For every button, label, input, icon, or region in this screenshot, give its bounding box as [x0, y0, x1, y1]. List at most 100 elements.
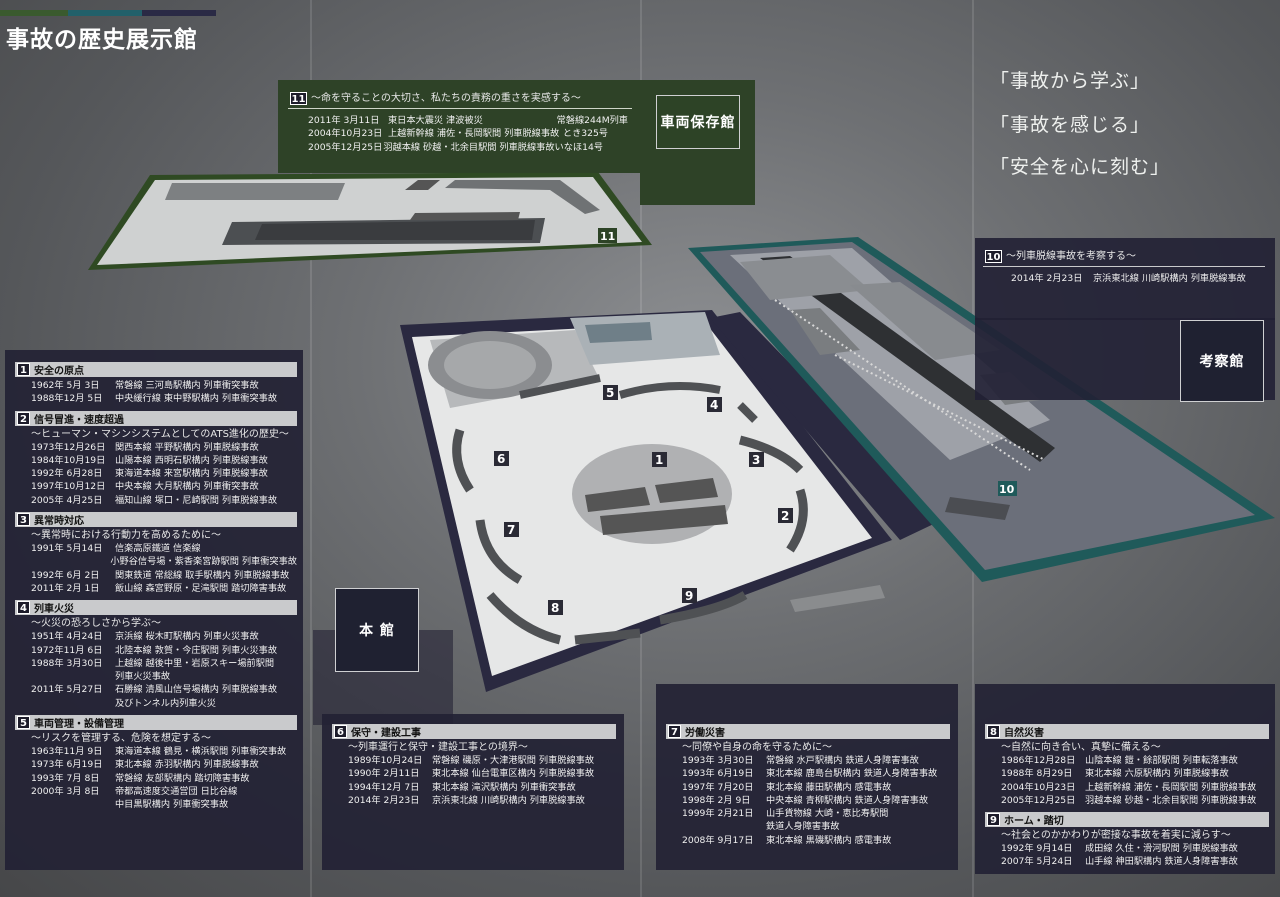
section-6-row: 2014年 2月23日京浜東北線 川崎駅構内 列車脱線事故: [348, 794, 585, 806]
section-10-panel: 10 〜列車脱線事故を考察する〜 2014年 2月23日京浜東北線 川崎駅構内 …: [975, 238, 1275, 320]
map-number-3: 3: [749, 452, 764, 467]
svg-text:2: 2: [781, 509, 789, 523]
map-number-10: 10: [998, 481, 1017, 496]
section-5-title: 車両管理・設備管理: [34, 719, 124, 731]
svg-text:5: 5: [606, 386, 614, 400]
map-number-8: 8: [548, 600, 563, 615]
section-5-row: 1963年11月 9日東海道本線 鶴見・横浜駅間 列車衝突事故: [31, 746, 287, 758]
section-2-row: 2005年 4月25日福知山線 塚口・尼崎駅間 列車脱線事故: [31, 494, 278, 506]
section-7-row: 1998年 2月 9日中央本線 青柳駅構内 鉄道人身障害事故: [682, 794, 929, 806]
section-3-row: 2011年 2月 1日飯山線 森宮野原・足滝駅間 踏切障害事故: [31, 582, 287, 594]
section-5-subtitle: 〜リスクを管理する、危険を想定する〜: [31, 733, 211, 745]
section-6-subtitle: 〜列車運行と保守・建設工事との境界〜: [348, 742, 528, 753]
section-5-heading: 5 車両管理・設備管理: [15, 715, 297, 731]
section-4-row: 1988年 3月30日上越線 越後中里・岩原スキー場前駅間: [31, 657, 275, 669]
section-10-row: 2014年 2月23日京浜東北線 川崎駅構内 列車脱線事故: [1011, 273, 1246, 284]
title-stripe-navy: [142, 10, 216, 16]
section-10-subtitle: 〜列車脱線事故を考察する〜: [1006, 251, 1136, 262]
svg-text:11: 11: [600, 230, 615, 243]
section-8-row: 2004年10月23日上越新幹線 浦佐・長岡駅間 列車脱線事故: [1001, 781, 1257, 793]
title-stripe-teal: [68, 10, 142, 16]
map-number-1: 1: [652, 452, 667, 467]
section-6-number: 6: [334, 725, 347, 738]
svg-text:9: 9: [685, 589, 693, 603]
section-4-title: 列車火災: [34, 604, 74, 616]
section-4-number: 4: [17, 601, 30, 615]
section-11-panel: 11 〜命を守ることの大切さ、私たちの責務の重さを実感する〜 2011年 3月1…: [278, 80, 640, 173]
section-11-row: 2011年 3月11日東日本大震災 津波被災常磐線244M列車: [308, 115, 628, 126]
vehicle-hall-label: 車両保存館: [656, 95, 740, 149]
svg-text:3: 3: [752, 453, 760, 467]
section-5-row: 1973年 6月19日東北本線 赤羽駅構内 列車脱線事故: [31, 759, 259, 771]
vehicle-hall-map: [88, 172, 652, 270]
section-8-row: 2005年12月25日羽越本線 砂越・北余目駅間 列車脱線事故: [1001, 794, 1257, 806]
section-3-row: 1991年 5月14日信楽高原鐵道 信楽線: [31, 543, 201, 555]
section-11-header: 11 〜命を守ることの大切さ、私たちの責務の重さを実感する〜: [288, 92, 632, 109]
section-4-row: 2011年 5月27日石勝線 清風山信号場構内 列車脱線事故: [31, 684, 278, 696]
section-2-row: 1997年10月12日中央本線 大月駅構内 列車衝突事故: [31, 481, 259, 493]
section-4-row: 列車火災事故: [115, 671, 171, 683]
page-title: 事故の歴史展示館: [6, 27, 198, 53]
section-5-row: 2000年 3月 8日帝都高速度交通営団 日比谷線: [31, 785, 238, 797]
section-4-subtitle: 〜火災の恐ろしさから学ぶ〜: [31, 618, 161, 630]
section-9-row: 1992年 9月14日成田線 久住・滑河駅間 列車脱線事故: [1001, 843, 1238, 855]
section-11-number: 11: [290, 92, 307, 105]
svg-text:8: 8: [551, 601, 559, 615]
section-9-number: 9: [987, 813, 1000, 827]
svg-text:7: 7: [507, 523, 515, 537]
svg-text:10: 10: [999, 483, 1015, 496]
section-9-title: ホーム・踏切: [1004, 816, 1064, 828]
section-6-heading: 6 保守・建設工事: [332, 724, 616, 739]
section-6-row: 1990年 2月11日東北本線 仙台電車区構内 列車脱線事故: [348, 768, 595, 780]
section-2-number: 2: [17, 411, 30, 425]
section-7-row: 2008年 9月17日東北本線 黒磯駅構内 感電事故: [682, 834, 892, 846]
section-3-row: 1992年 6月 2日関東鉄道 常総線 取手駅構内 列車脱線事故: [31, 569, 290, 581]
section-1-number: 1: [17, 363, 30, 376]
section-8-heading: 8 自然災害: [985, 724, 1269, 739]
section-4-heading: 4 列車火災: [15, 600, 297, 616]
section-8-subtitle: 〜自然に向き合い、真摯に備える〜: [1001, 742, 1161, 753]
section-1-row: 1988年12月 5日中央緩行線 東中野駅構内 列車衝突事故: [31, 393, 278, 405]
main-hall-map: [400, 310, 942, 692]
section-4-row: 及びトンネル内列車火災: [115, 697, 216, 709]
section-8-row: 1988年 8月29日東北本線 六原駅構内 列車脱線事故: [1001, 768, 1229, 780]
section-3-number: 3: [17, 513, 30, 527]
section-2-title: 信号冒進・速度超過: [34, 414, 124, 426]
section-6-row: 1989年10月24日常磐線 磯原・大津港駅間 列車脱線事故: [348, 755, 595, 766]
section-2-heading: 2 信号冒進・速度超過: [15, 410, 297, 426]
section-7-row: 1997年 7月20日東北本線 藤田駅構内 感電事故: [682, 781, 892, 793]
section-1-row: 1962年 5月 3日常磐線 三河島駅構内 列車衝突事故: [31, 380, 259, 391]
section-3-subtitle: 〜異常時における行動力を高めるために〜: [31, 530, 221, 542]
section-6-title: 保守・建設工事: [351, 728, 421, 739]
section-6-panel: 6 保守・建設工事 〜列車運行と保守・建設工事との境界〜 1989年10月24日常…: [322, 714, 624, 870]
map-number-4: 4: [707, 397, 722, 412]
section-4-row: 1951年 4月24日京浜線 桜木町駅構内 列車火災事故: [31, 631, 259, 643]
section-7-row: 1993年 6月19日東北本線 鹿島台駅構内 鉄道人身障害事故: [682, 768, 938, 780]
study-hall-label: 考察館: [1180, 320, 1264, 402]
section-8-number: 8: [987, 725, 1000, 738]
map-number-11: 11: [598, 228, 617, 243]
map-number-5: 5: [603, 385, 618, 400]
motto-feel: 「事故を感じる」: [990, 114, 1151, 136]
section-7-number: 7: [668, 725, 681, 738]
svg-text:4: 4: [710, 398, 718, 412]
section-5: 5 車両管理・設備管理 〜リスクを管理する、危険を想定する〜 1963年11月 9…: [15, 715, 297, 811]
section-2-row: 1984年10月19日山陽本線 西明石駅構内 列車脱線事故: [31, 454, 268, 466]
section-11-subtitle: 〜命を守ることの大切さ、私たちの責務の重さを実感する〜: [311, 93, 581, 104]
section-7-row: 1993年 3月30日常磐線 水戸駅構内 鉄道人身障害事故: [682, 755, 919, 766]
motto-learn: 「事故から学ぶ」: [990, 70, 1151, 92]
svg-text:1: 1: [655, 453, 663, 467]
section-5-number: 5: [17, 716, 30, 730]
section-4: 4 列車火災 〜火災の恐ろしさから学ぶ〜 1951年 4月24日京浜線 桜木町駅構…: [15, 600, 297, 710]
fold-line: [310, 0, 312, 897]
section-7-row: 1999年 2月21日山手貨物線 大崎・恵比寿駅間: [682, 808, 889, 820]
section-8-title: 自然災害: [1004, 728, 1044, 739]
